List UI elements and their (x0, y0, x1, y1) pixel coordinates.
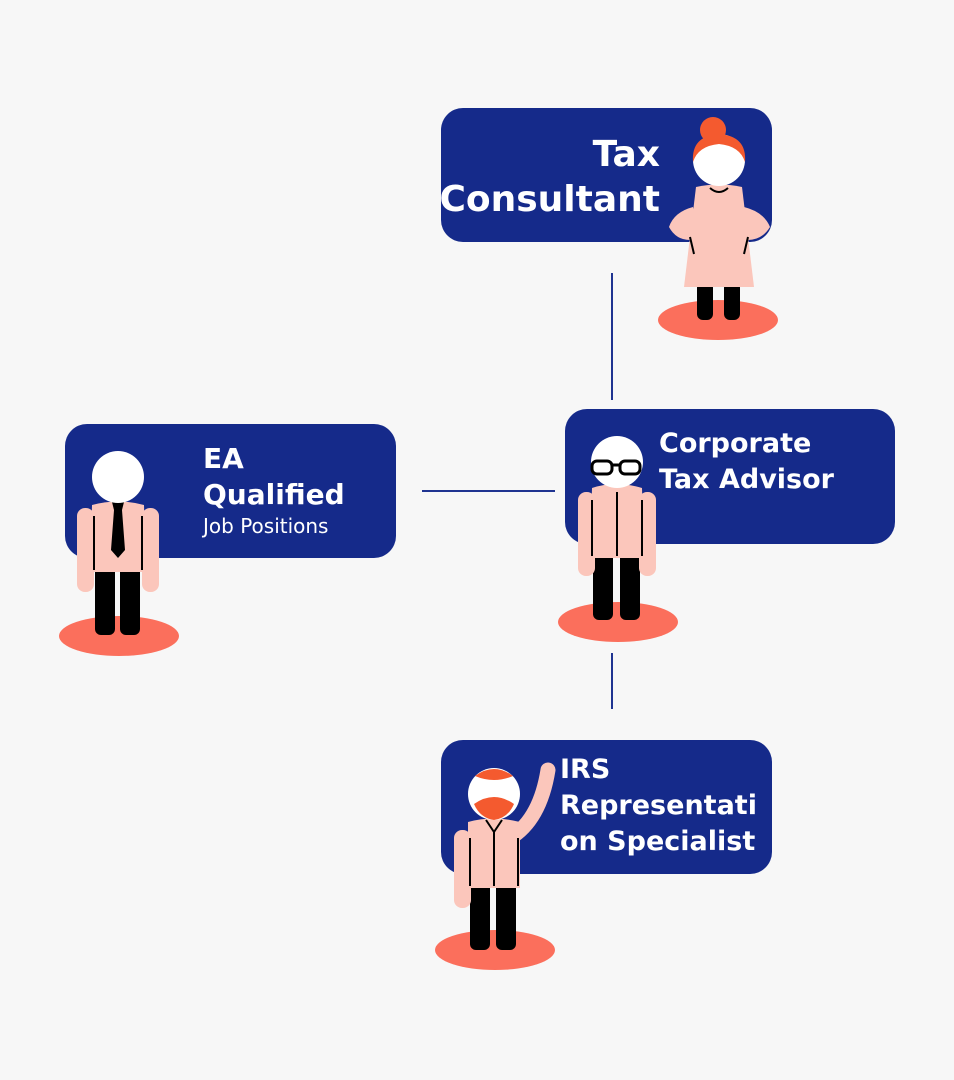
man-tie-person-icon (59, 451, 179, 656)
connector-corporate-to-irs (611, 653, 613, 709)
man-glasses-person-icon (558, 436, 678, 642)
corporate-tax-advisor-label: Corporate Tax Advisor (659, 428, 834, 495)
woman-person-icon (658, 117, 778, 340)
man-waving-person-icon (435, 762, 556, 970)
ea-qualified-label: EA Qualified (203, 442, 345, 511)
irs-specialist-label: IRS Representati on Specialist (560, 754, 757, 857)
connector-ea-to-corporate (422, 490, 555, 492)
tax-consultant-label: Tax Consultant (439, 134, 660, 220)
connector-tax-to-corporate (611, 273, 613, 400)
ea-qualified-sublabel: Job Positions (203, 514, 329, 538)
